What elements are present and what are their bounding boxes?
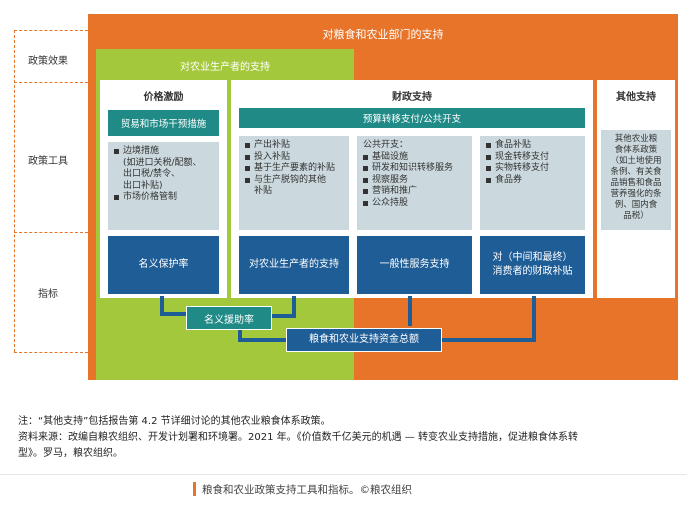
dash-bottom <box>14 352 88 353</box>
row-label-effects: 政策效果 <box>28 56 68 67</box>
connector-nar-down <box>238 328 242 342</box>
list-item: 营销和推广 <box>363 186 466 198</box>
budget-transfer-bar: 预算转移支付/公共开支 <box>239 108 585 128</box>
dash-tools-indicators <box>14 232 88 233</box>
public-spending-title: 公共开支： <box>363 140 409 150</box>
trade-market-measures-bar: 贸易和市场干预措施 <box>108 110 219 136</box>
connector-producer-down <box>292 296 296 318</box>
list-item: 基础设施 <box>363 152 466 164</box>
general-services-support-box: 一般性服务支持 <box>357 236 472 294</box>
list-item: 食品补贴 <box>486 140 579 152</box>
caption-accent-bar <box>193 482 196 496</box>
other-policies-box: 其他农业粮 食体系政策 （如土地使用 条例、有关食 品销售和食品 营养强化的条 … <box>601 130 671 230</box>
dash-left-edge <box>14 30 15 352</box>
figure-note: 注：“其他支持”包括报告第 4.2 节详细讨论的其他农业粮食体系政策。 <box>18 416 331 427</box>
dash-effects-tools <box>14 82 88 83</box>
price-measures-box: 边境措施 (如进口关税/配额、 出口税/禁令、 出口补贴) 市场价格管制 <box>108 142 219 230</box>
row-label-tools: 政策工具 <box>28 156 68 167</box>
connector-general-down <box>408 296 412 326</box>
figure-source-line-1: 资料来源：改编自粮农组织、开发计划署和环境署。2021 年。《价值数千亿美元的机… <box>18 432 578 443</box>
connector-producer-to-nar <box>270 314 296 318</box>
figure-caption: 粮食和农业政策支持工具和指标。©粮农组织 <box>202 484 412 496</box>
connector-price-down <box>160 296 164 314</box>
connector-nar-to-total <box>238 338 288 342</box>
row-label-indicators: 指标 <box>38 289 58 300</box>
consumer-subsidies-box: 食品补贴 现金转移支付 实物转移支付 食品券 <box>480 136 585 230</box>
producer-support-title: 对农业生产者的支持 <box>180 62 270 73</box>
list-item: 公众持股 <box>363 198 466 210</box>
list-item: 食品券 <box>486 175 579 187</box>
list-item: 现金转移支付 <box>486 152 579 164</box>
list-item: 投入补贴 <box>245 152 343 164</box>
list-item: 视察服务 <box>363 175 466 187</box>
list-item: 研发和知识转移服务 <box>363 163 466 175</box>
connector-price-to-nar <box>160 312 190 316</box>
other-support-title: 其他支持 <box>616 92 656 103</box>
total-support-box: 粮食和农业支持资金总额 <box>286 328 442 352</box>
nominal-protection-rate-box: 名义保护率 <box>108 236 219 294</box>
list-item: 产出补贴 <box>245 140 343 152</box>
price-incentive-title: 价格激励 <box>143 92 184 103</box>
connector-consumer-down <box>532 296 536 342</box>
list-item: 与生产脱钩的其他 <box>245 175 343 187</box>
nominal-assistance-rate-box: 名义援助率 <box>186 306 272 330</box>
figure-source-line-2: 型》。罗马，粮农组织。 <box>18 448 123 459</box>
producer-subsidies-box: 产出补贴 投入补贴 基于生产要素的补贴 与生产脱钩的其他 补贴 <box>239 136 349 230</box>
consumer-fiscal-subsidy-box: 对（中间和最终） 消费者的财政补贴 <box>480 236 585 294</box>
dash-top-effects <box>14 30 88 31</box>
caption-divider <box>0 474 687 475</box>
list-item: 边境措施 (如进口关税/配额、 出口税/禁令、 出口补贴) <box>114 146 213 192</box>
overall-support-title: 对粮食和农业部门的支持 <box>322 28 444 41</box>
list-item-continuation: 补贴 <box>254 186 273 196</box>
list-item: 市场价格管制 <box>114 192 213 204</box>
public-spending-box: 公共开支： 基础设施 研发和知识转移服务 视察服务 营销和推广 公众持股 <box>357 136 472 230</box>
border-measures-detail: (如进口关税/配额、 出口税/禁令、 出口补贴) <box>123 157 202 191</box>
fiscal-support-title: 财政支持 <box>392 92 432 103</box>
connector-consumer-to-total <box>440 338 536 342</box>
list-item: 基于生产要素的补贴 <box>245 163 343 175</box>
list-item: 实物转移支付 <box>486 163 579 175</box>
producer-support-indicator-box: 对农业生产者的支持 <box>239 236 349 294</box>
